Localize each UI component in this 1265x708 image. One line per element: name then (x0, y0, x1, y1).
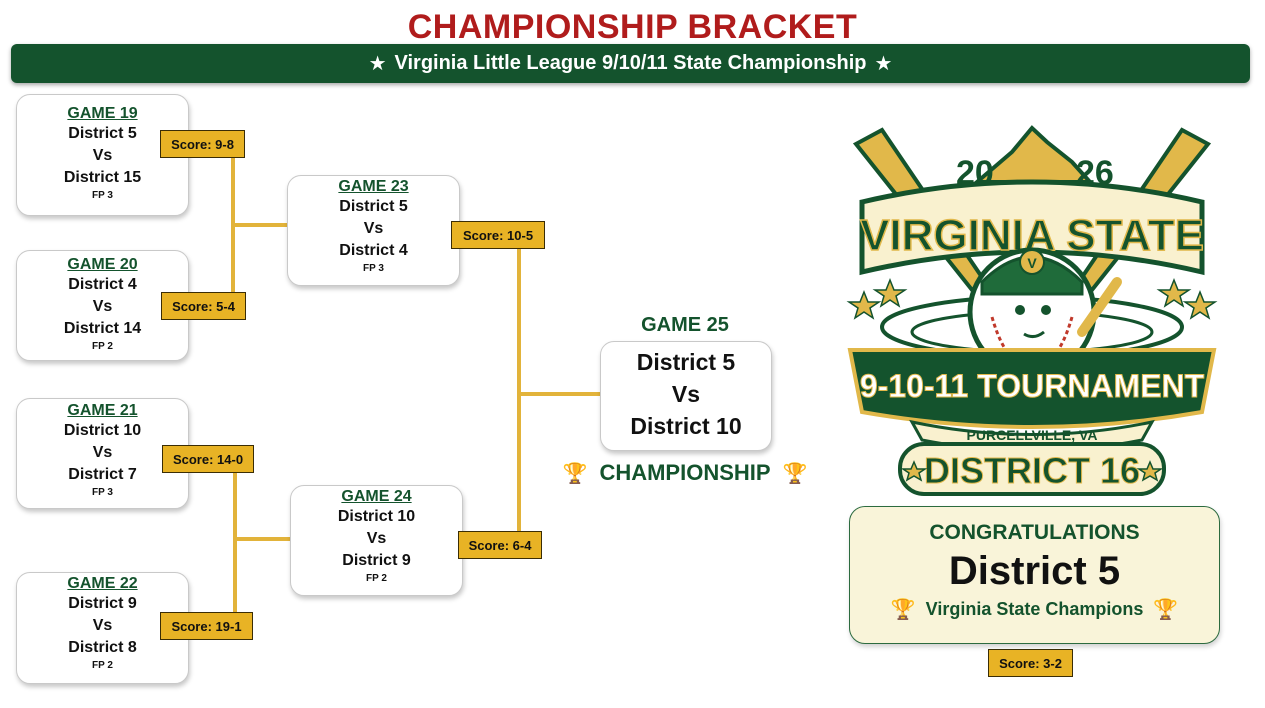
final-game-box: District 5 Vs District 10 (600, 341, 772, 451)
score-badge: Score: 10-5 (451, 221, 545, 249)
trophy-icon: 🏆 (1153, 599, 1179, 621)
connector-line (233, 223, 288, 227)
champions-subtitle: 🏆 Virginia State Champions 🏆 (850, 597, 1219, 622)
game-title: GAME 20 (67, 256, 138, 273)
vs-label: Vs (92, 617, 113, 634)
team-top: District 10 (337, 508, 416, 525)
connector-line (233, 473, 237, 628)
vs-label: Vs (366, 530, 387, 547)
vs-label: Vs (92, 298, 113, 315)
team-top: District 9 (68, 595, 137, 612)
svg-text:V: V (1027, 255, 1037, 271)
game-box-23: GAME 23 District 5 Vs District 4 FP 3 (287, 175, 460, 286)
team-top: District 10 (63, 422, 142, 439)
connector-line (231, 156, 235, 306)
score-badge: Score: 14-0 (162, 445, 254, 473)
champion-name: District 5 (948, 549, 1121, 593)
trophy-icon: 🏆 (890, 599, 916, 621)
field-label: FP 3 (92, 487, 113, 498)
team-top: District 4 (68, 276, 137, 293)
virginia-map-icon (971, 125, 1095, 184)
page-title: CHAMPIONSHIP BRACKET (407, 8, 858, 46)
trophy-icon: 🏆 (562, 462, 588, 485)
baseball-mascot-icon: V (880, 247, 1184, 377)
field-label: FP 3 (363, 263, 384, 274)
game-title: GAME 22 (67, 575, 138, 592)
game-box-21: GAME 21 District 10 Vs District 7 FP 3 (16, 398, 189, 509)
trophy-icon: 🏆 (782, 462, 808, 485)
championship-label: 🏆 CHAMPIONSHIP 🏆 (555, 458, 815, 488)
star-icon: ★ (874, 53, 893, 75)
congratulations-title: CONGRATULATIONS (929, 521, 1140, 544)
game-title: GAME 19 (67, 105, 138, 122)
subtitle-banner: ★ Virginia Little League 9/10/11 State C… (11, 44, 1250, 83)
svg-text:DISTRICT 16: DISTRICT 16 (924, 450, 1140, 491)
team-bottom: District 15 (63, 169, 142, 186)
vs-label: Vs (671, 381, 701, 407)
team-top: District 5 (339, 198, 408, 215)
team-bottom: District 4 (339, 242, 408, 259)
game-box-20: GAME 20 District 4 Vs District 14 FP 2 (16, 250, 189, 361)
score-badge: Score: 19-1 (160, 612, 253, 640)
star-icon (846, 277, 1218, 320)
championship-text: CHAMPIONSHIP (599, 460, 771, 485)
vs-label: Vs (363, 220, 384, 237)
tournament-logo: 20 26 VIRGINIA STATE V 9-10-11 TOURNAMEN… (846, 125, 1218, 496)
game-title: GAME 24 (341, 488, 412, 505)
final-game-title: GAME 25 (641, 314, 729, 336)
team-bottom: District 10 (630, 413, 742, 439)
team-top: District 5 (636, 349, 736, 375)
connector-line (517, 248, 521, 545)
score-badge: Score: 6-4 (458, 531, 542, 559)
team-bottom: District 7 (68, 466, 137, 483)
field-label: FP 2 (92, 341, 113, 352)
game-title: GAME 21 (67, 402, 138, 419)
team-bottom: District 8 (68, 639, 137, 656)
vs-label: Vs (92, 444, 113, 461)
star-icon: ★ (368, 53, 387, 75)
field-label: FP 2 (366, 573, 387, 584)
game-box-24: GAME 24 District 10 Vs District 9 FP 2 (290, 485, 463, 596)
final-score-badge: Score: 3-2 (988, 649, 1073, 677)
field-label: FP 2 (92, 660, 113, 671)
vs-label: Vs (92, 147, 113, 164)
congratulations-box: CONGRATULATIONS District 5 🏆 Virginia St… (849, 506, 1220, 644)
connector-line (519, 392, 600, 396)
connector-line (235, 537, 291, 541)
champions-subtitle-text: Virginia State Champions (925, 599, 1144, 619)
team-top: District 5 (68, 125, 137, 142)
team-bottom: District 9 (342, 552, 411, 569)
team-bottom: District 14 (63, 320, 142, 337)
field-label: FP 3 (92, 190, 113, 201)
svg-text:PURCELLVILLE, VA: PURCELLVILLE, VA (967, 427, 1098, 443)
score-badge: Score: 9-8 (160, 130, 245, 158)
banner-text: Virginia Little League 9/10/11 State Cha… (394, 52, 867, 74)
svg-text:9-10-11 TOURNAMENT: 9-10-11 TOURNAMENT (860, 368, 1205, 404)
game-title: GAME 23 (338, 178, 409, 195)
score-badge: Score: 5-4 (161, 292, 246, 320)
